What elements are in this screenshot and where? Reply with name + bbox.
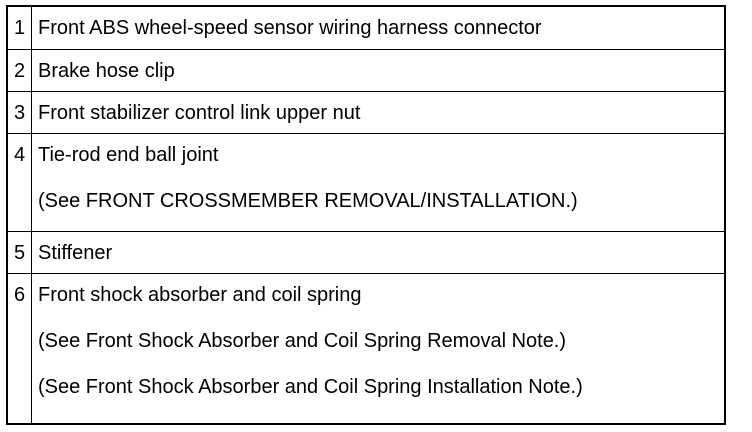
item-number: 4 bbox=[8, 134, 32, 231]
parts-table: 1 Front ABS wheel-speed sensor wiring ha… bbox=[6, 5, 726, 425]
table-row: 1 Front ABS wheel-speed sensor wiring ha… bbox=[8, 7, 724, 49]
item-text: Brake hose clip bbox=[38, 60, 175, 82]
item-description: Front shock absorber and coil spring (Se… bbox=[32, 274, 724, 423]
item-text: Front stabilizer control link upper nut bbox=[38, 102, 361, 124]
item-description: Front stabilizer control link upper nut bbox=[32, 92, 724, 133]
reference-note: (See Front Shock Absorber and Coil Sprin… bbox=[38, 330, 567, 352]
item-text: Front ABS wheel-speed sensor wiring harn… bbox=[38, 17, 542, 39]
table-row: 2 Brake hose clip bbox=[8, 49, 724, 91]
item-description: Tie-rod end ball joint (See FRONT CROSSM… bbox=[32, 134, 724, 231]
table-row: 6 Front shock absorber and coil spring (… bbox=[8, 273, 724, 423]
item-description: Brake hose clip bbox=[32, 50, 724, 91]
table-row: 4 Tie-rod end ball joint (See FRONT CROS… bbox=[8, 133, 724, 231]
item-text: Stiffener bbox=[38, 242, 113, 264]
item-number: 2 bbox=[8, 50, 32, 91]
reference-note: (See Front Shock Absorber and Coil Sprin… bbox=[38, 376, 583, 398]
reference-note: (See FRONT CROSSMEMBER REMOVAL/INSTALLAT… bbox=[38, 190, 578, 212]
table-row: 5 Stiffener bbox=[8, 231, 724, 273]
item-number: 1 bbox=[8, 7, 32, 49]
item-description: Front ABS wheel-speed sensor wiring harn… bbox=[32, 7, 724, 49]
item-number: 6 bbox=[8, 274, 32, 423]
table-row: 3 Front stabilizer control link upper nu… bbox=[8, 91, 724, 133]
item-text: Front shock absorber and coil spring bbox=[38, 284, 362, 306]
item-description: Stiffener bbox=[32, 232, 724, 273]
item-number: 3 bbox=[8, 92, 32, 133]
item-number: 5 bbox=[8, 232, 32, 273]
item-text: Tie-rod end ball joint bbox=[38, 144, 219, 166]
